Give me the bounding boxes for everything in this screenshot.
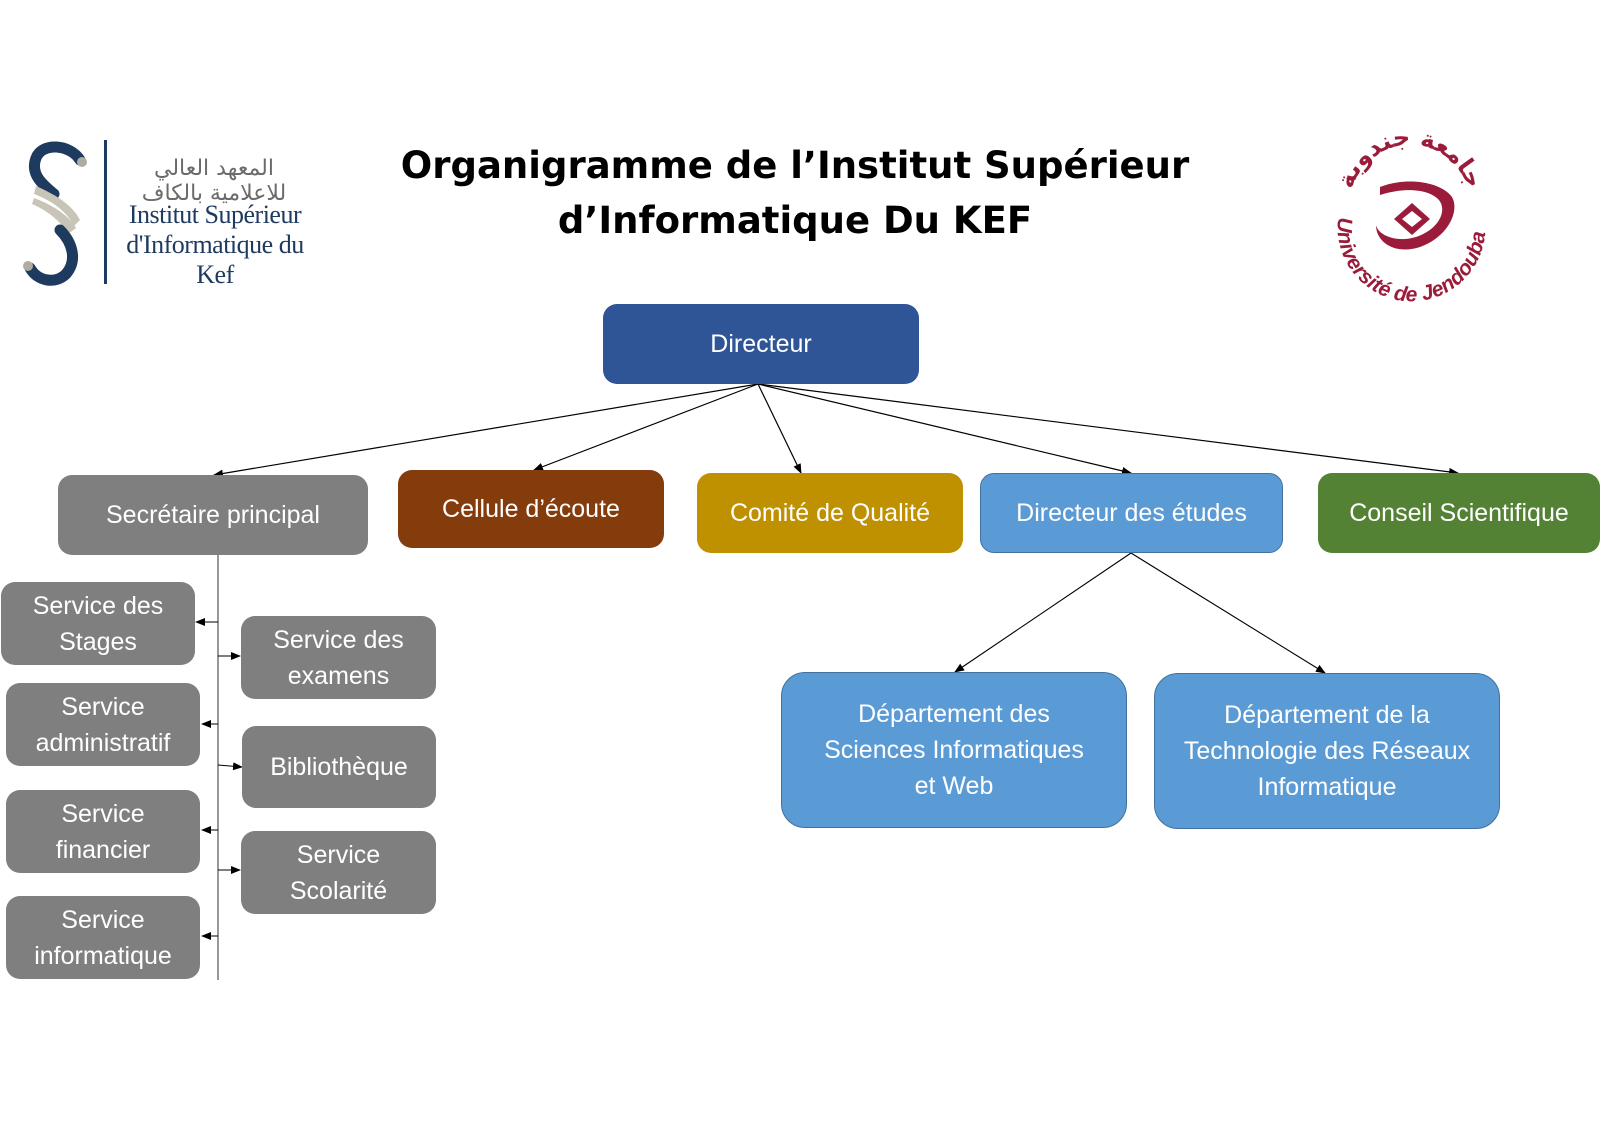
title-line1: Organigramme de l’Institut Supérieur xyxy=(400,144,1190,187)
node-directeur-etudes[interactable]: Directeur des études xyxy=(980,473,1283,553)
universite-jendouba-logo-icon: جامعة جندوبة Université de Jendouba xyxy=(1331,123,1490,307)
connector-directeur-comite xyxy=(757,383,802,474)
node-service-administratif[interactable]: Service administratif xyxy=(6,683,200,766)
connector-etudes-dept-sciences xyxy=(954,552,1132,673)
node-service-informatique[interactable]: Service informatique xyxy=(6,896,200,979)
isikef-logo: المعهد العالي للاعلامية بالكاف Institut … xyxy=(10,138,320,289)
logo-name-line2: d'Informatique du Kef xyxy=(126,230,304,289)
connector-directeur-cellule xyxy=(533,383,759,471)
node-service-examens[interactable]: Service des examens xyxy=(241,616,436,699)
node-comite-qualite[interactable]: Comité de Qualité xyxy=(697,473,963,553)
node-bibliotheque[interactable]: Bibliothèque xyxy=(242,726,436,808)
connector-directeur-conseil xyxy=(757,383,1459,476)
node-service-stages[interactable]: Service des Stages xyxy=(1,582,195,665)
logo-arabic-text: المعهد العالي للاعلامية بالكاف xyxy=(141,156,287,206)
connector-to-bibliotheque xyxy=(217,762,243,771)
node-secretaire-principal[interactable]: Secrétaire principal xyxy=(58,475,368,555)
node-service-financier[interactable]: Service financier xyxy=(6,790,200,873)
universite-jendouba-logo: جامعة جندوبة Université de Jendouba xyxy=(1320,123,1500,307)
isikef-s-logo-icon xyxy=(23,141,87,286)
logo-divider xyxy=(104,140,107,284)
node-directeur[interactable]: Directeur xyxy=(603,304,919,384)
connector-directeur-directeur-etudes xyxy=(757,383,1132,475)
title-line2: d’Informatique Du KEF xyxy=(557,199,1033,242)
node-cellule-ecoute[interactable]: Cellule d’écoute xyxy=(398,470,664,548)
connector-directeur-secretaire xyxy=(213,383,759,478)
logo-name-line1: Institut Supérieur xyxy=(128,200,302,229)
node-service-scolarite[interactable]: Service Scolarité xyxy=(241,831,436,914)
node-dept-sciences-informatiques[interactable]: Département des Sciences Informatiques e… xyxy=(781,672,1127,828)
connector-etudes-dept-reseaux xyxy=(1130,552,1326,674)
page-title: Organigramme de l’Institut Supérieur d’I… xyxy=(380,138,1210,248)
node-dept-technologie-reseaux[interactable]: Département de la Technologie des Réseau… xyxy=(1154,673,1500,829)
node-conseil-scientifique[interactable]: Conseil Scientifique xyxy=(1318,473,1600,553)
